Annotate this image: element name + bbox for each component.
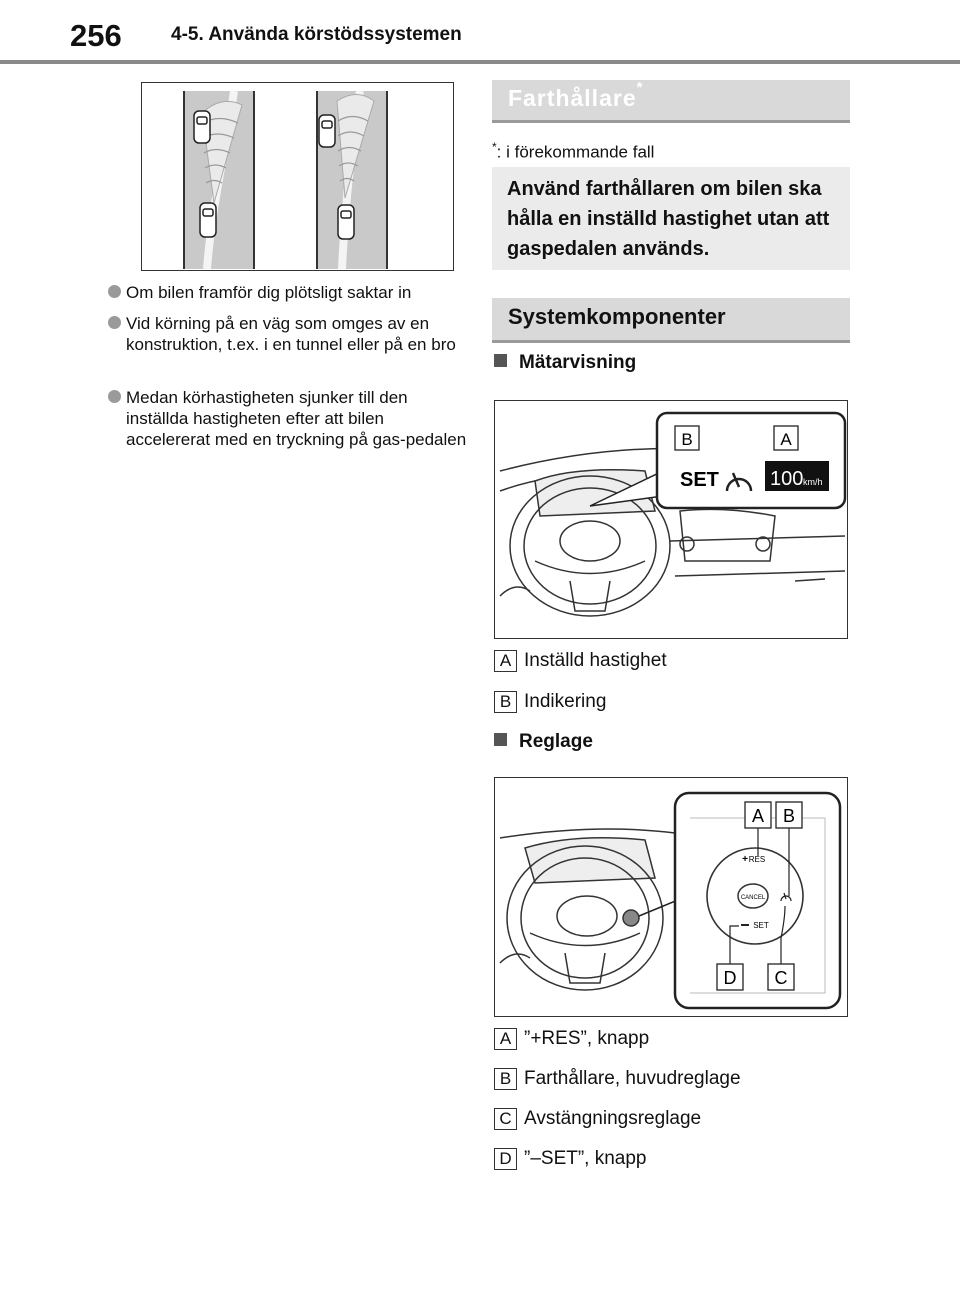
farthallare-title: Farthållare* [508, 79, 644, 111]
legend-text: Avstängningsreglage [524, 1108, 702, 1129]
cruise-main-switch-icon [780, 892, 792, 902]
info-text: Använd farthållaren om bilen ska hålla e… [507, 178, 830, 260]
bullet-item: Vid körning på en väg som omges av en ko… [108, 313, 468, 355]
callout-label: A [752, 806, 764, 826]
legend-text: Farthållare, huvudreglage [524, 1068, 741, 1089]
callout-label: B [681, 430, 692, 449]
callout-label: A [780, 430, 792, 449]
res-switch-label: RES [749, 855, 765, 864]
square-bullet-icon [494, 733, 507, 746]
info-box: Använd farthållaren om bilen ska hålla e… [492, 167, 850, 270]
bullet-item: Om bilen framför dig plötsligt saktar in [108, 282, 468, 303]
set-speed-unit: km/h [803, 477, 823, 487]
legend-badge: A [494, 1028, 517, 1050]
matarvisning-heading: Mätarvisning [494, 352, 636, 374]
bullet-dot-icon [108, 390, 121, 403]
section-title: 4-5. Använda körstödssystemen [171, 24, 462, 45]
legend-text: Indikering [524, 691, 607, 712]
legend-badge: D [494, 1148, 517, 1170]
svg-text:+: + [742, 854, 748, 865]
legend-text: ”+RES”, knapp [524, 1028, 650, 1049]
legend-text: Inställd hastighet [524, 650, 667, 671]
legend-badge: B [494, 691, 517, 713]
callout-label: C [775, 968, 788, 988]
legend-text: ”–SET”, knapp [524, 1148, 647, 1169]
square-bullet-icon [494, 354, 507, 367]
set-indicator-text: SET [680, 469, 719, 491]
legend-badge: B [494, 1068, 517, 1090]
callout-label: D [724, 968, 737, 988]
set-speed-value: 100 [770, 468, 803, 490]
header-divider [0, 60, 960, 64]
page-number: 256 [70, 18, 122, 53]
bullet-dot-icon [108, 316, 121, 329]
legend-badge: C [494, 1108, 517, 1130]
set-switch-label: SET [753, 921, 769, 930]
meter-display-illustration: B A SET 100 km/h [494, 400, 848, 639]
legend-badge: A [494, 650, 517, 672]
farthallare-title-bar: Farthållare* [492, 79, 850, 123]
cruise-indicator-icon [725, 472, 753, 492]
callout-label: B [783, 806, 795, 826]
bullet-dot-icon [108, 285, 121, 298]
footnote: *: i förekommande fall [492, 140, 655, 162]
systemkomponenter-title-bar: Systemkomponenter [492, 298, 850, 343]
bullet-item: Medan körhastigheten sjunker till den in… [108, 387, 468, 450]
steering-controls-illustration: CANCEL RES SET + A B D C [494, 777, 848, 1017]
cancel-switch-label: CANCEL [741, 895, 766, 901]
systemkomponenter-title: Systemkomponenter [508, 304, 726, 329]
reglage-heading: Reglage [494, 731, 593, 753]
footnote-mark: * [636, 79, 644, 96]
radar-lanes-illustration [141, 82, 454, 271]
